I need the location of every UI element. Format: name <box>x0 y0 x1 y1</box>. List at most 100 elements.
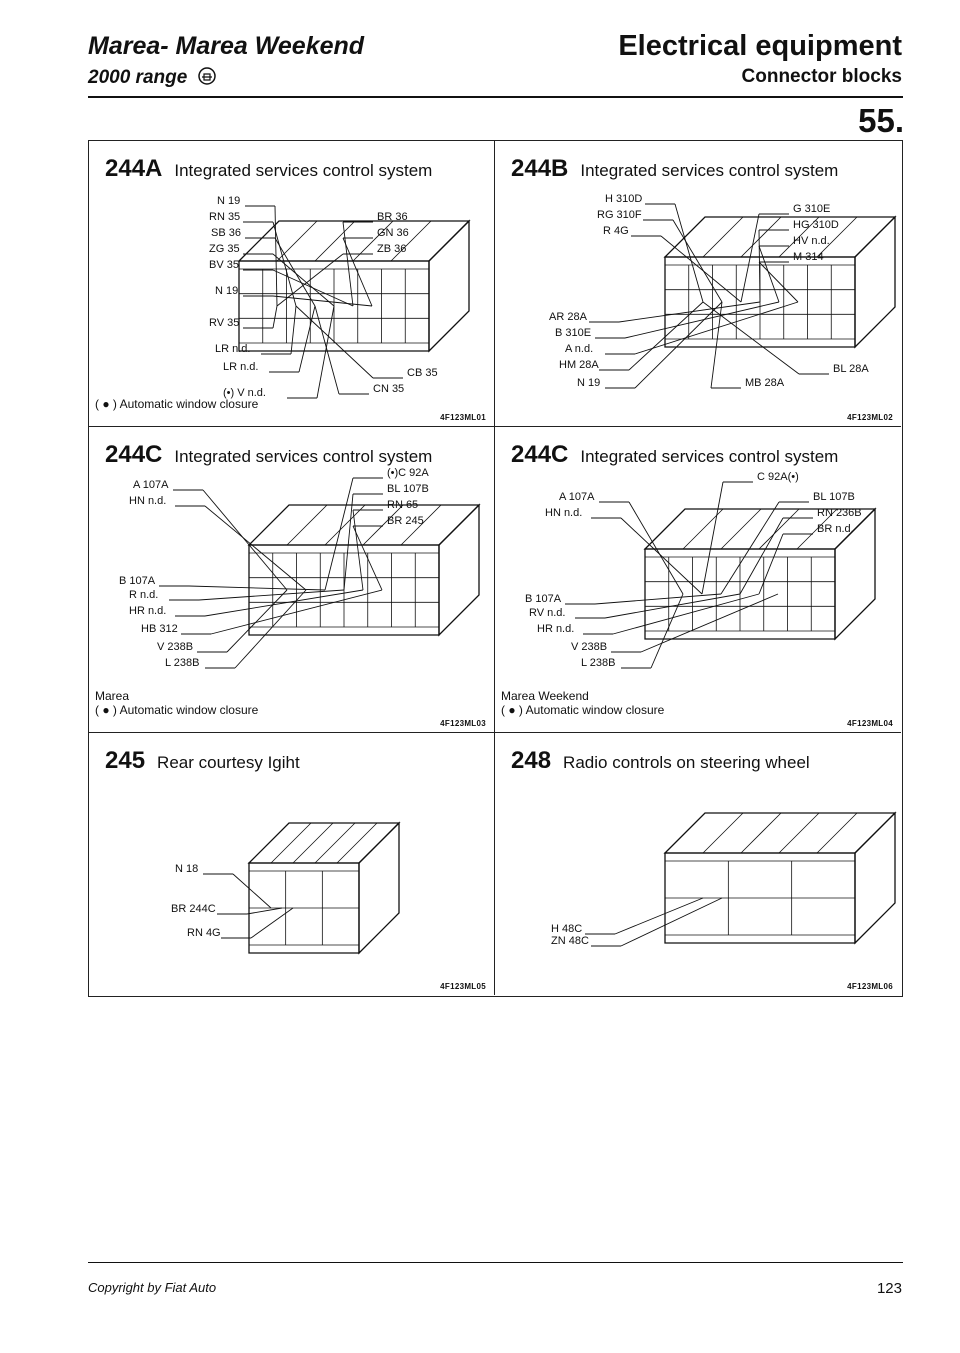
wire-label: V 238B <box>571 641 608 653</box>
wire-label: BR n.d. <box>817 523 854 535</box>
connector-title: 244B Integrated services control system <box>511 155 838 183</box>
wire-label: (•)C 92A <box>387 467 429 479</box>
wire-label: B 107A <box>525 593 562 605</box>
figure-ref: 4F123ML05 <box>440 982 486 991</box>
wire-label: RN 35 <box>209 211 241 223</box>
footer-rule <box>88 1262 903 1263</box>
connector-name: Integrated services control system <box>174 447 433 466</box>
connector-name: Integrated services control system <box>580 161 839 180</box>
connector-cell-248-6: 248 Radio controls on steering wheel H 48C… <box>495 733 901 995</box>
header-rule <box>88 96 903 98</box>
wire-label: HG 310D <box>793 219 839 231</box>
connector-code: 244B <box>511 155 569 182</box>
connector-code: 244C <box>105 441 163 468</box>
wire-label: H 48C <box>551 923 583 935</box>
cell-note: ( ● ) Automatic window closure <box>95 703 259 717</box>
connector-name: Integrated services control system <box>174 161 433 180</box>
cell-note: Marea <box>95 689 130 703</box>
chapter-title: Electrical equipment <box>618 30 902 62</box>
wire-label: SB 36 <box>211 227 241 239</box>
wire-label: B 107A <box>119 575 156 587</box>
connector-name: Radio controls on steering wheel <box>563 753 810 772</box>
connector-code: 245 <box>105 747 146 774</box>
wire-label: M 314 <box>793 251 824 263</box>
wire-label: A 107A <box>559 491 595 503</box>
connector-cell-244a-1: 244A Integrated services control system N … <box>89 141 495 427</box>
wire-label: CN 35 <box>373 383 405 395</box>
connector-code: 244C <box>511 441 569 468</box>
connector-title: 244A Integrated services control system <box>105 155 432 183</box>
connector-drawing <box>589 203 897 389</box>
wire-label: ZG 35 <box>209 243 240 255</box>
figure-ref: 4F123ML01 <box>440 413 486 422</box>
wire-label: A n.d. <box>565 343 594 355</box>
section-number: 55. <box>858 102 904 139</box>
wire-label: G 310E <box>793 203 831 215</box>
wire-label: LR n.d. <box>215 343 251 355</box>
wire-label: GN 36 <box>377 227 409 239</box>
figure-ref: 4F123ML06 <box>847 982 893 991</box>
wire-label: CB 35 <box>407 367 438 379</box>
wire-label: RG 310F <box>597 209 642 221</box>
figure-ref: 4F123ML02 <box>847 413 893 422</box>
figure-ref: 4F123ML03 <box>440 719 486 728</box>
wire-label: MB 28A <box>745 377 785 389</box>
wire-label: ZN 48C <box>551 935 589 947</box>
wire-label: A 107A <box>133 479 169 491</box>
connector-cell-245-5: 245 Rear courtesy Igiht N 18 BR 244C RN 4G 4F… <box>89 733 495 995</box>
range-label: 2000 range <box>88 66 217 89</box>
connector-drawing <box>159 477 481 669</box>
connector-code: 244A <box>105 155 163 182</box>
wire-label: HN n.d. <box>129 495 167 507</box>
wire-label: BR 245 <box>387 515 424 527</box>
wire-label: C 92A(•) <box>757 471 799 483</box>
wire-label: BL 28A <box>833 363 869 375</box>
wire-label: HV n.d. <box>793 235 830 247</box>
connector-code: 248 <box>511 747 552 774</box>
wire-label: BL 107B <box>813 491 855 503</box>
wire-label: N 18 <box>175 863 199 875</box>
cell-note: ( ● ) Automatic window closure <box>95 397 259 411</box>
connector-grid: 244A Integrated services control system N … <box>88 140 903 997</box>
wire-label: HR n.d. <box>129 605 167 617</box>
connector-name: Rear courtesy Igiht <box>157 753 300 772</box>
wire-label: HR n.d. <box>537 623 575 635</box>
wire-label: R 4G <box>603 225 629 237</box>
wire-label: N 19 <box>217 195 241 207</box>
wire-label: N 19 <box>577 377 601 389</box>
wire-label: RV n.d. <box>529 607 566 619</box>
connector-title: 244C Integrated services control system <box>105 441 432 469</box>
copyright: Copyright by Fiat Auto <box>88 1280 217 1295</box>
connector-drawing <box>237 205 471 399</box>
connector-cell-244c-3: 244C Integrated services control system A … <box>89 427 495 733</box>
wire-label: BV 35 <box>209 259 239 271</box>
wire-label: BL 107B <box>387 483 429 495</box>
wire-label: RN 4G <box>187 927 221 939</box>
wire-label: HN n.d. <box>545 507 583 519</box>
cell-note: Marea Weekend <box>501 689 589 703</box>
chapter-subtitle: Connector blocks <box>741 66 902 87</box>
wire-label: HM 28A <box>559 359 599 371</box>
wire-label: RV 35 <box>209 317 240 329</box>
wire-label: L 238B <box>165 657 200 669</box>
wire-label: AR 28A <box>549 311 587 323</box>
wire-label: RN 236B <box>817 507 862 519</box>
connector-title: 248 Radio controls on steering wheel <box>511 747 810 775</box>
wire-label: N 19 <box>215 285 239 297</box>
connector-drawing <box>565 481 877 669</box>
connector-drawing <box>585 811 897 947</box>
doc-title: Marea- Marea Weekend <box>88 32 365 60</box>
connector-title: 245 Rear courtesy Igiht <box>105 747 300 775</box>
page-number: 123 <box>876 1280 902 1297</box>
wire-label: BR 36 <box>377 211 408 223</box>
wire-label: ZB 36 <box>377 243 407 255</box>
wire-label: BR 244C <box>171 903 216 915</box>
wire-label: LR n.d. <box>223 361 259 373</box>
engine-icon <box>197 67 216 85</box>
wire-label: V 238B <box>157 641 194 653</box>
wire-label: HB 312 <box>141 623 178 635</box>
wire-label: RN 65 <box>387 499 419 511</box>
cell-note: ( ● ) Automatic window closure <box>501 703 665 717</box>
